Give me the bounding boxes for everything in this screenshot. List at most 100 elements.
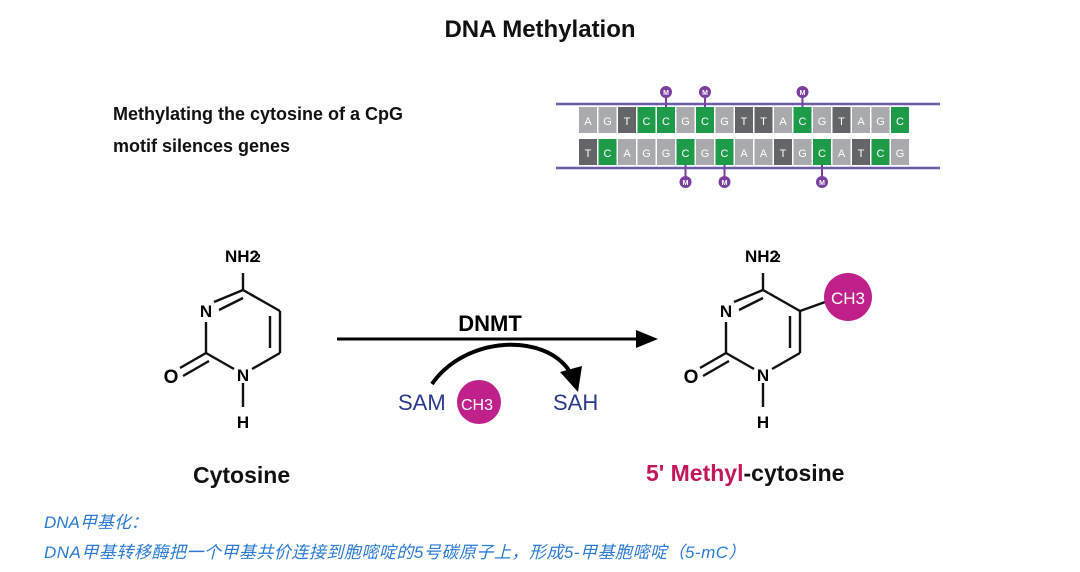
bottom-strand-base-letter-7: C <box>721 148 729 160</box>
top-strand-methyl-marker-4 <box>660 86 672 98</box>
top-strand-base-letter-12: G <box>818 116 827 128</box>
bottom-strand-base-0 <box>579 139 597 165</box>
top-strand-base-3 <box>637 107 656 133</box>
bottom-strand-methyl-letter-12: M <box>819 180 825 187</box>
methylcytosine-name-suffix: -cytosine <box>743 460 845 486</box>
bottom-strand-base-12 <box>813 139 831 165</box>
bottom-strand-base-letter-9: A <box>760 148 768 160</box>
top-strand-methyl-marker-11 <box>796 86 809 98</box>
bottom-strand-base-3 <box>637 139 656 165</box>
top-strand-base-6 <box>696 107 714 133</box>
bottom-strand-base-16 <box>891 139 909 165</box>
top-strand-base-letter-1: G <box>603 116 612 128</box>
bottom-strand-base-letter-14: T <box>858 148 865 160</box>
bottom-strand-base-letter-10: T <box>780 148 787 160</box>
chinese-note-heading: DNA甲基化： <box>44 513 148 532</box>
top-strand-base-1 <box>598 107 617 133</box>
bottom-strand-base-14 <box>852 139 870 165</box>
subtitle-line-2: motif silences genes <box>113 136 291 156</box>
sam-label: SAM <box>398 390 446 415</box>
cytosine-n1-label: N <box>237 366 249 385</box>
top-strand-base-13 <box>832 107 851 133</box>
methylcytosine-h-label: H <box>757 413 769 432</box>
top-strand-base-14 <box>852 107 870 133</box>
top-strand-methyl-letter-6: M <box>702 90 708 97</box>
bottom-strand-base-letter-1: C <box>604 148 612 160</box>
top-strand-base-7 <box>715 107 734 133</box>
top-strand-methyl-letter-11: M <box>800 90 806 97</box>
top-strand-base-5 <box>676 107 695 133</box>
top-strand-base-12 <box>813 107 831 133</box>
bottom-strand-base-letter-16: G <box>896 148 905 160</box>
bottom-strand-base-letter-0: T <box>585 148 592 160</box>
bottom-strand-base-11 <box>793 139 812 165</box>
bottom-strand-base-letter-2: A <box>623 148 631 160</box>
bottom-strand-base-letter-8: A <box>740 148 748 160</box>
methylcytosine-methyl-ball <box>824 273 872 321</box>
methylcytosine-name-prefix: 5' Methyl <box>646 460 744 486</box>
bottom-strand-base-letter-11: G <box>798 148 807 160</box>
bottom-strand-base-13 <box>832 139 851 165</box>
cytosine-amine-subscript: 2 <box>254 251 261 265</box>
bottom-strand-base-5 <box>676 139 695 165</box>
methylcytosine-methyl-label: CH3 <box>831 289 865 308</box>
bottom-strand-methyl-letter-7: M <box>722 180 728 187</box>
top-strand-base-2 <box>618 107 636 133</box>
top-strand-base-15 <box>871 107 890 133</box>
chinese-note-description: DNA甲基转移酶把一个甲基共价连接到胞嘧啶的5号碳原子上，形成5-甲基胞嘧啶（5… <box>44 543 747 562</box>
bottom-strand-base-6 <box>696 139 714 165</box>
cytosine-h-label: H <box>237 413 249 432</box>
page-title: DNA Methylation <box>444 16 636 43</box>
top-strand-base-10 <box>774 107 792 133</box>
methylcytosine-amine-label: NH2 <box>745 247 779 266</box>
cofactor-curved-arrow <box>430 342 572 386</box>
top-strand-methyl-marker-6 <box>699 86 711 98</box>
bottom-strand-methyl-marker-5 <box>679 176 692 188</box>
top-strand-base-letter-3: C <box>643 116 651 128</box>
top-strand-base-letter-13: T <box>838 116 845 128</box>
top-strand-base-letter-15: G <box>876 116 885 128</box>
methylcytosine-structure <box>699 273 829 407</box>
top-strand-methyl-letter-4: M <box>663 90 669 97</box>
top-strand-base-letter-2: T <box>624 116 631 128</box>
bottom-strand-methyl-marker-12 <box>816 176 828 188</box>
cytosine-n3-label: N <box>200 302 212 321</box>
bottom-strand-base-15 <box>871 139 890 165</box>
bottom-strand-base-letter-5: C <box>682 148 690 160</box>
cytosine-name: Cytosine <box>193 462 291 488</box>
top-strand-base-letter-10: A <box>779 116 787 128</box>
bottom-strand-base-2 <box>618 139 636 165</box>
top-strand-base-letter-6: C <box>701 116 709 128</box>
enzyme-label: DNMT <box>458 311 522 336</box>
cofactor-arrowhead <box>560 366 582 392</box>
top-strand-base-letter-5: G <box>681 116 690 128</box>
bottom-strand-base-letter-4: G <box>662 148 671 160</box>
sam-methyl-ball <box>457 380 501 424</box>
bottom-strand-base-1 <box>598 139 617 165</box>
cytosine-structure <box>179 273 282 407</box>
subtitle-line-1: Methylating the cytosine of a CpG <box>113 104 404 124</box>
cytosine-amine-label: NH2 <box>225 247 259 266</box>
methylcytosine-n1-label: N <box>757 366 769 385</box>
top-strand-base-0 <box>579 107 597 133</box>
methylcytosine-o-label: O <box>684 367 699 388</box>
bottom-strand-base-9 <box>754 139 773 165</box>
bottom-strand-base-8 <box>735 139 753 165</box>
top-strand-base-letter-9: T <box>760 116 767 128</box>
sah-label: SAH <box>553 390 598 415</box>
methylcytosine-name: 5' Methyl-cytosine <box>646 460 844 487</box>
bottom-strand-base-letter-15: C <box>877 148 885 160</box>
bottom-strand-methyl-letter-5: M <box>683 180 689 187</box>
subtitle: Methylating the cytosine of a CpG motif … <box>113 98 533 162</box>
top-strand-base-16 <box>891 107 909 133</box>
methylcytosine-amine-subscript: 2 <box>774 251 781 265</box>
top-strand-base-9 <box>754 107 773 133</box>
top-strand-base-letter-11: C <box>799 116 807 128</box>
top-strand-base-8 <box>735 107 753 133</box>
top-strand-base-4 <box>657 107 675 133</box>
bottom-strand-base-letter-6: G <box>701 148 710 160</box>
top-strand-base-letter-8: T <box>741 116 748 128</box>
top-strand-base-letter-14: A <box>857 116 865 128</box>
